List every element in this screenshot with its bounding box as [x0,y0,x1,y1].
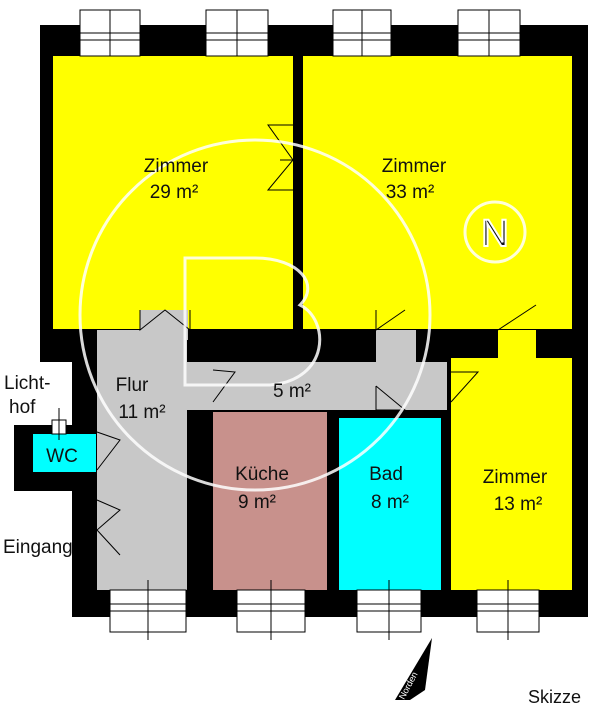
label-zimmer-13-name: Zimmer [483,467,548,488]
room-zimmer-13 [451,358,572,590]
window-mullions-bottom [110,580,539,640]
watermark-logo [78,138,527,492]
label-lichthof-line1: Licht- [4,373,50,394]
label-zimmer-29-area: 29 m² [150,182,199,203]
north-arrow: Norden [395,638,432,701]
watermark-n: N [481,213,508,255]
label-lichthof-line2: hof [9,397,36,418]
label-bad-area: 8 m² [371,492,409,513]
window-mullions-top [80,10,520,56]
room-kueche [213,412,327,590]
label-flur-name: Flur [116,375,149,396]
room-flur [97,330,187,590]
room-flur-notch [140,310,188,340]
room-bad [339,418,441,590]
label-korridor-area: 5 m² [273,381,311,402]
door-swings [96,124,537,556]
label-kueche-area: 9 m² [238,492,276,513]
label-zimmer-33-name: Zimmer [382,156,447,177]
label-kueche-name: Küche [235,464,289,485]
room-zimmer-29 [53,56,293,329]
room-zimmer-33 [303,56,572,329]
room-zimmer-13-notch [498,330,536,360]
label-wc: WC [46,446,78,467]
label-eingang: Eingang [3,537,73,558]
label-flur-area: 11 m² [118,402,165,423]
label-skizze: Skizze [528,687,581,707]
label-zimmer-29-name: Zimmer [144,156,209,177]
room-korridor-top [376,330,416,370]
wc-window [51,408,67,440]
label-bad-name: Bad [369,464,403,485]
room-wc [33,434,96,472]
label-zimmer-33-area: 33 m² [386,182,435,203]
label-zimmer-13-area: 13 m² [494,494,543,515]
